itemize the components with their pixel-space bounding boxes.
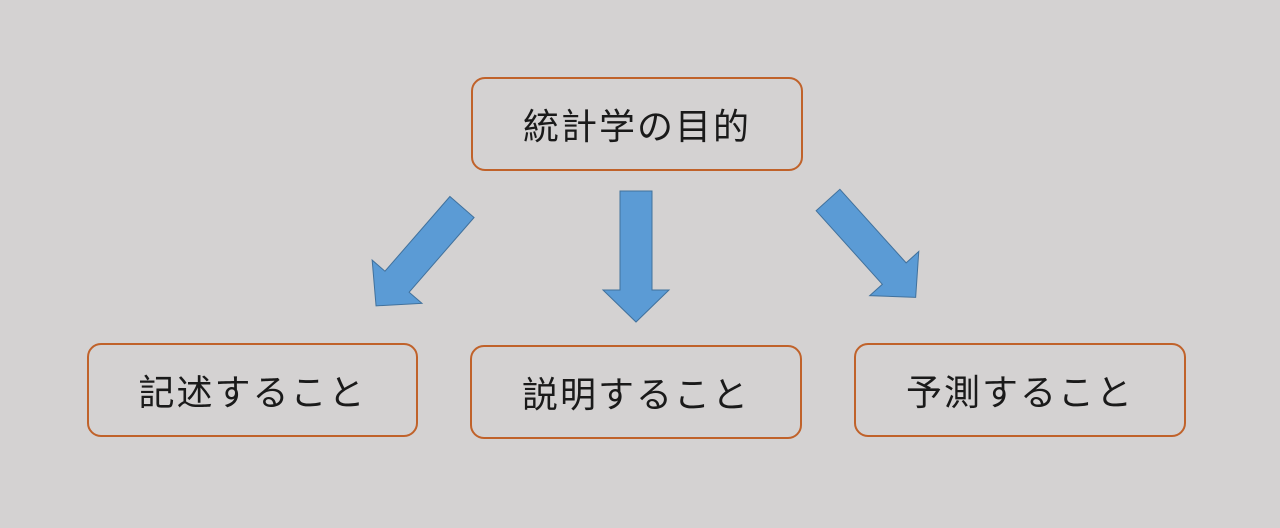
root-node: 統計学の目的: [471, 77, 803, 171]
child-node-describe: 記述すること: [87, 343, 418, 437]
arrow-to-predict: [802, 177, 941, 320]
root-label: 統計学の目的: [522, 107, 751, 148]
child-node-explain: 説明すること: [470, 345, 802, 439]
arrow-to-explain: [602, 190, 670, 323]
child-label: 説明すること: [521, 375, 750, 416]
child-label: 予測すること: [905, 373, 1134, 414]
child-node-predict: 予測すること: [854, 343, 1186, 437]
arrow-to-describe: [350, 184, 488, 329]
child-label: 記述すること: [138, 373, 367, 414]
